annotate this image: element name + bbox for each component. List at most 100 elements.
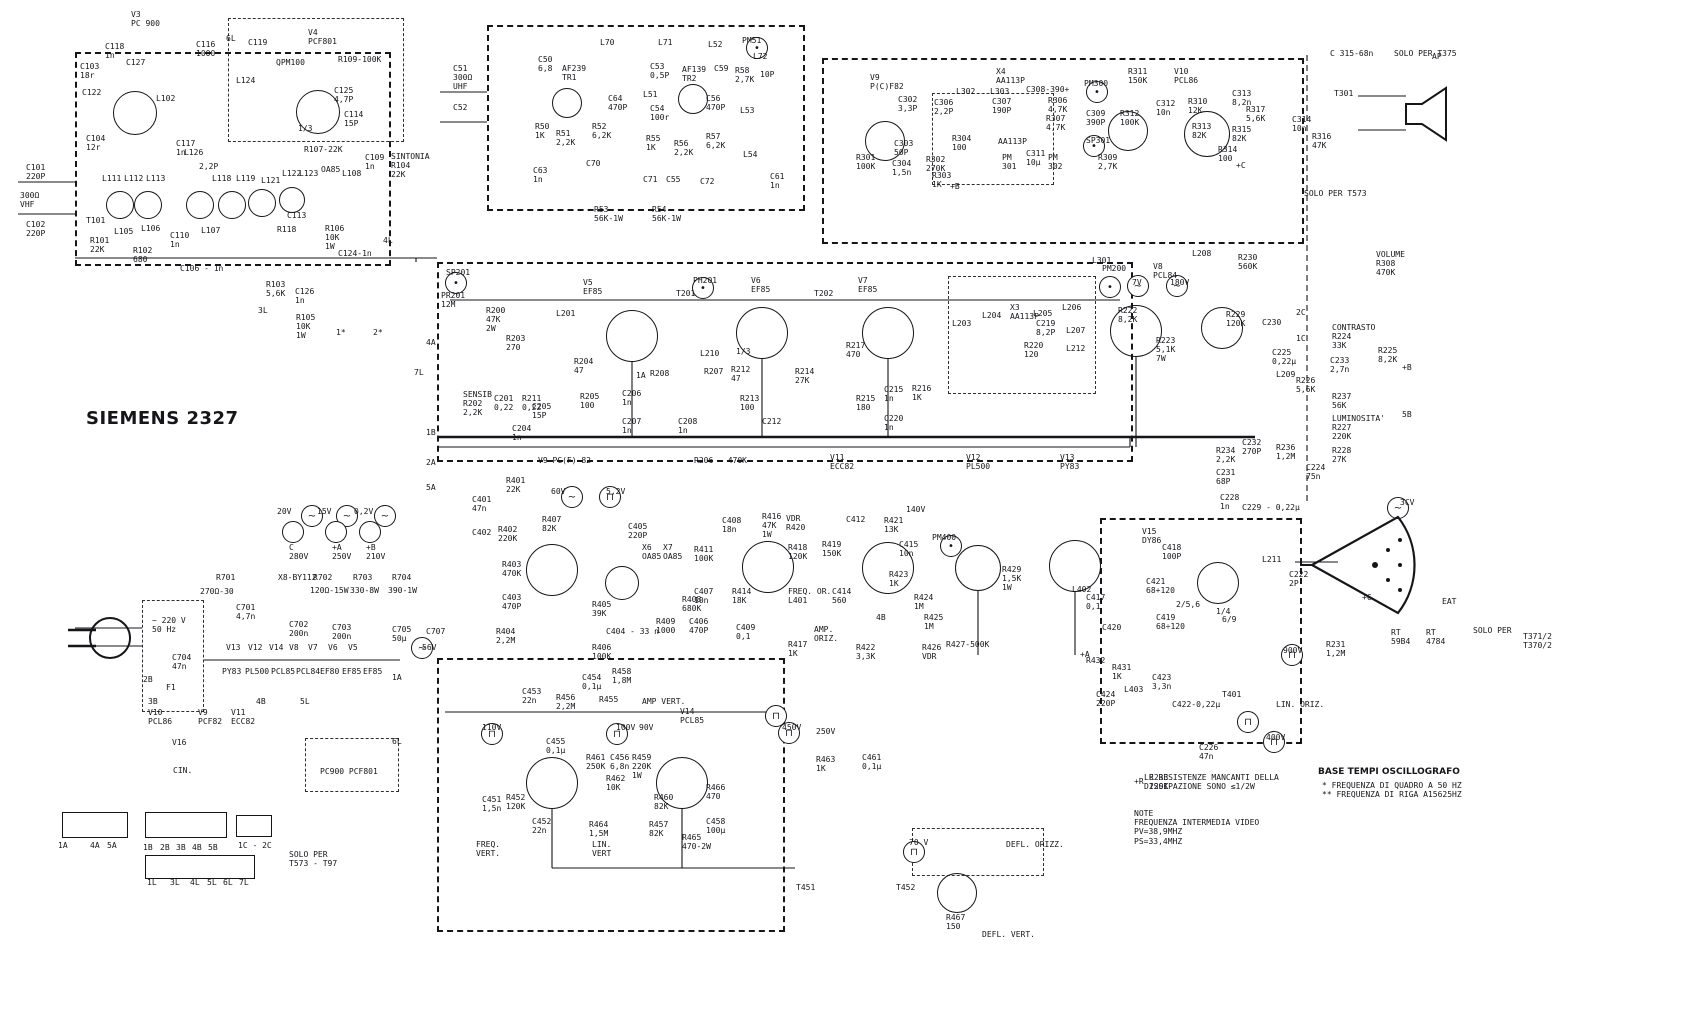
component-label: R58 2,7K xyxy=(735,66,755,85)
testpoint-icon: ⊓ xyxy=(1263,731,1285,753)
component-label: L203 xyxy=(952,319,972,328)
component-label: C230 xyxy=(1262,318,1282,327)
tube-symbol xyxy=(248,189,276,217)
component-label: BASE TEMPI OSCILLOGRAFO xyxy=(1318,767,1460,777)
component-label: 1B xyxy=(143,843,153,852)
component-label: R220 120 xyxy=(1024,341,1044,360)
component-label: C304 1,5n xyxy=(892,159,912,178)
component-label: C705 50µ xyxy=(392,625,412,644)
component-label: R701 xyxy=(216,573,236,582)
component-label: R206 - 470K xyxy=(694,456,747,465)
component-label: C51 300Ω UHF xyxy=(453,64,473,92)
tube-symbol xyxy=(526,757,578,809)
component-label: T452 xyxy=(896,883,916,892)
testpoint-icon: ⊓ xyxy=(1281,644,1303,666)
connector-strip xyxy=(236,815,272,837)
testpoint-icon: • xyxy=(1083,135,1105,157)
component-label: R411 100K xyxy=(694,545,714,564)
component-label: R315 82K xyxy=(1232,125,1252,144)
component-label: 5L xyxy=(300,697,310,706)
component-label: R205 100 xyxy=(580,392,600,411)
component-label: C311 10µ xyxy=(1026,149,1046,168)
component-label: C702 200n xyxy=(289,620,309,639)
component-label: DEFL. VERT. xyxy=(982,930,1035,939)
component-label: R216 1K xyxy=(912,384,932,403)
component-label: L126 xyxy=(184,148,204,157)
component-label: 1/3 xyxy=(298,124,313,133)
component-label: DEFL. ORIZZ. xyxy=(1006,840,1064,849)
tube-symbol xyxy=(736,307,788,359)
component-label: L211 xyxy=(1262,555,1282,564)
component-label: C53 0,5P xyxy=(650,62,670,81)
component-label: C308-390+ xyxy=(1026,85,1070,94)
component-label: L70 xyxy=(600,38,615,47)
component-label: 1B xyxy=(426,428,436,437)
component-label: C701 4,7n xyxy=(236,603,256,622)
component-label: F1 xyxy=(166,683,176,692)
component-label: C101 220P xyxy=(26,163,46,182)
component-label: 6L xyxy=(392,737,402,746)
component-label: 3B xyxy=(176,843,186,852)
component-label: L102 xyxy=(156,94,176,103)
component-label: SOLO PER xyxy=(1473,626,1512,635)
component-label: C54 100r xyxy=(650,104,670,123)
component-label: C412 xyxy=(846,515,866,524)
component-label: 1C - 2C xyxy=(238,841,272,850)
component-label: C70 xyxy=(586,159,601,168)
testpoint-icon xyxy=(359,521,381,543)
component-label: L402 xyxy=(1072,585,1092,594)
component-label: T101 xyxy=(86,216,106,225)
component-label: R109-100K xyxy=(338,55,382,64)
component-label: R56 2,2K xyxy=(674,139,694,158)
component-label: X6 OA85 xyxy=(642,543,662,562)
section-box xyxy=(487,25,805,211)
component-label: T301 xyxy=(1334,89,1354,98)
component-label: R404 2,2M xyxy=(496,627,516,646)
component-label: V9 PC(F) 82 xyxy=(538,456,591,465)
component-label: 1* xyxy=(336,328,346,337)
component-label: C52 xyxy=(453,103,468,112)
component-label: L212 xyxy=(1066,344,1086,353)
component-label: 300Ω VHF xyxy=(20,191,40,210)
component-label: V4 PCF801 xyxy=(308,28,337,47)
component-label: V10 PCL86 xyxy=(148,708,173,727)
component-label: AF139 TR2 xyxy=(682,65,707,84)
component-label: * FREQUENZA DI QUADRO A 50 HZ ** FREQUEN… xyxy=(1322,781,1462,800)
component-label: C55 xyxy=(666,175,681,184)
component-label: R213 100 xyxy=(740,394,760,413)
component-label: R50 1K xyxy=(535,122,550,141)
component-label: C106 - 1n xyxy=(180,264,224,273)
component-label: C408 18n xyxy=(722,516,742,535)
component-label: C229 - 0,22µ xyxy=(1242,503,1300,512)
testpoint-icon: ~ xyxy=(1166,275,1188,297)
tube-symbol xyxy=(865,121,905,161)
component-label: 1/3 xyxy=(736,347,751,356)
component-label: 5B xyxy=(208,843,218,852)
component-label: AMP VERT. xyxy=(642,697,686,706)
component-label: C451 1,5n xyxy=(482,795,502,814)
testpoint-icon: ⊓ xyxy=(599,486,621,508)
tube-symbol xyxy=(656,757,708,809)
component-label: 400V xyxy=(1266,733,1286,742)
component-label: R51 2,2K xyxy=(556,129,576,148)
component-label: R304 100 xyxy=(952,134,972,153)
component-label: X3 AA113P xyxy=(1010,303,1039,322)
component-label: T451 xyxy=(796,883,816,892)
component-label: 2/5,6 xyxy=(1176,600,1201,609)
component-label: L206 xyxy=(1062,303,1082,312)
component-label: X7 OA85 xyxy=(663,543,683,562)
testpoint-icon xyxy=(282,521,304,543)
component-label: QPM100 xyxy=(276,58,305,67)
section-box xyxy=(912,828,1044,876)
component-label: L207 xyxy=(1066,326,1086,335)
component-label: 1A xyxy=(58,841,68,850)
component-label: +B xyxy=(950,182,960,191)
component-label: C122 xyxy=(82,88,102,97)
component-label: L106 xyxy=(141,224,161,233)
section-box xyxy=(228,18,404,142)
component-label: C421 68+120 xyxy=(1146,577,1175,596)
component-label: L205 xyxy=(1033,309,1053,318)
component-label: 70 V xyxy=(909,838,929,847)
component-label: 56V xyxy=(422,643,437,652)
component-label: L301 xyxy=(1092,256,1112,265)
